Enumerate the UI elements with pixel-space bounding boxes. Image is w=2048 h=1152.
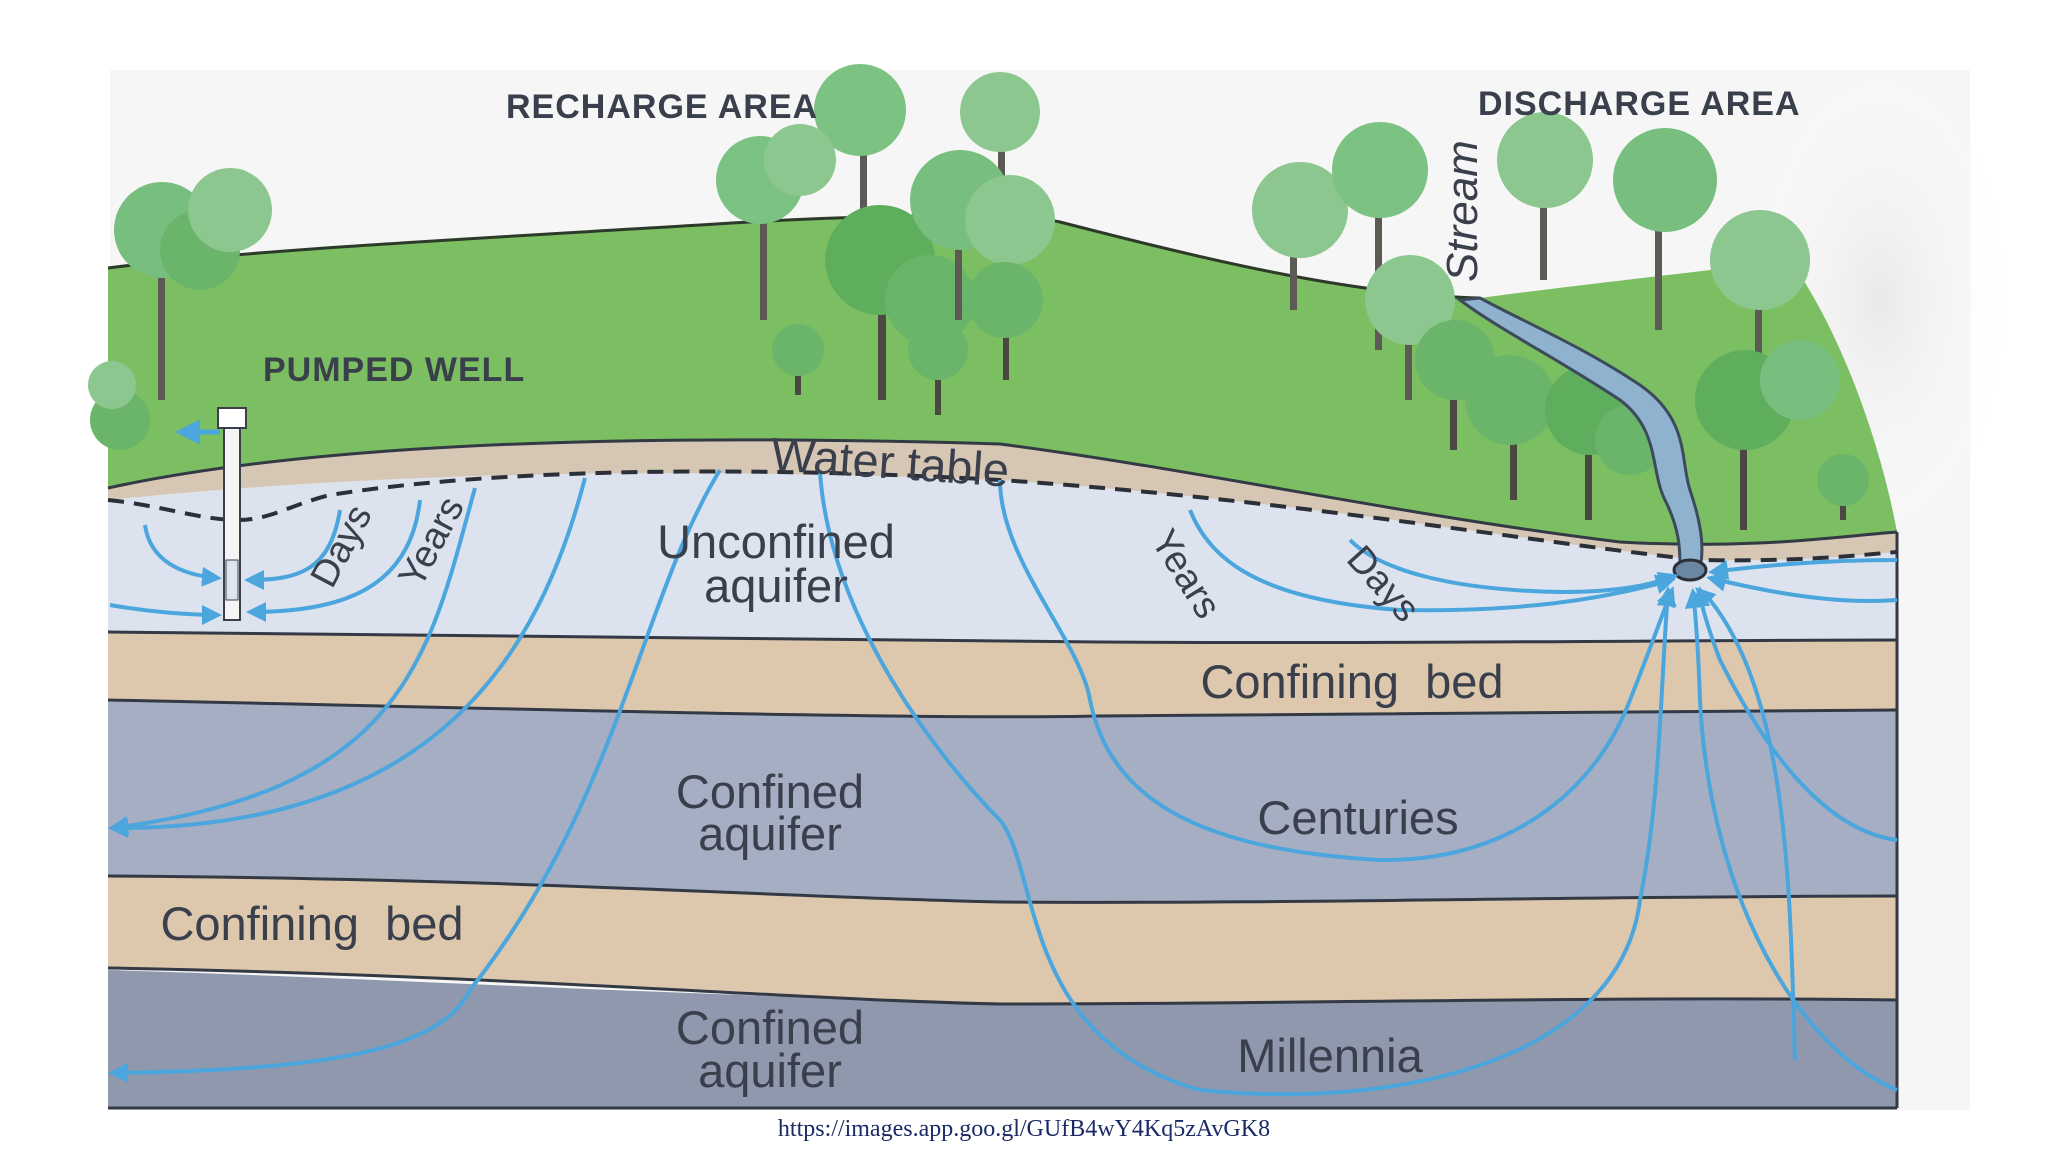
confining-bed-upper-label: Confining bed [1200,655,1503,708]
tree-center-6 [967,262,1043,380]
confining-bed-lower-label: Confining bed [160,897,463,950]
tree-right-6 [1710,210,1810,380]
trees [88,64,1869,530]
lower-confining-bed [108,876,1897,1004]
confined-aquifer-upper-label-line2: aquifer [698,807,842,860]
tree-right-10 [1415,320,1495,450]
discharge-area-label: DISCHARGE AREA [1478,85,1801,123]
confined-aquifer-lower-label-line1: Confined [676,1001,864,1054]
millennia-label: Millennia [1237,1029,1423,1082]
tree-center-4 [825,205,975,400]
tree-right-2 [1332,122,1428,350]
unconfined-aquifer-label-line2: aquifer [704,559,848,612]
tree-right-3 [1365,255,1455,400]
recharge-area-label: RECHARGE AREA [506,88,818,126]
stream-label: Stream [1438,140,1487,282]
confined-aquifer-lower-label-line2: aquifer [698,1044,842,1097]
centuries-label: Centuries [1257,791,1458,844]
unsaturated-soil-layer [108,439,1897,561]
unconfined-aquifer [108,473,1897,643]
confined-aquifer-upper-label-line1: Confined [676,765,864,818]
tree-center-7 [772,324,824,395]
pumped-well [175,407,247,621]
tree-center-8 [908,320,968,415]
pumped-well-label: PUMPED WELL [263,351,525,389]
upper-confining-bed [108,632,1897,717]
tree-center-3 [716,124,836,320]
tree-right-9 [1695,340,1840,530]
tree-right-11 [1817,454,1869,520]
tree-center-5 [910,150,1055,320]
source-url: https://images.app.goo.gl/GUfB4wY4Kq5zAv… [777,1116,1271,1142]
unconfined-aquifer-label-line1: Unconfined [657,515,895,568]
tree-right-5 [1613,128,1717,330]
tree-left-2 [88,361,150,450]
water-table-line [107,469,1898,563]
upper-confined-aquifer [108,700,1897,903]
groundwater-flow-lines [108,468,1898,1097]
tree-left-1 [114,168,272,400]
tree-right-1 [1252,162,1348,310]
tree-right-4 [1497,112,1593,280]
